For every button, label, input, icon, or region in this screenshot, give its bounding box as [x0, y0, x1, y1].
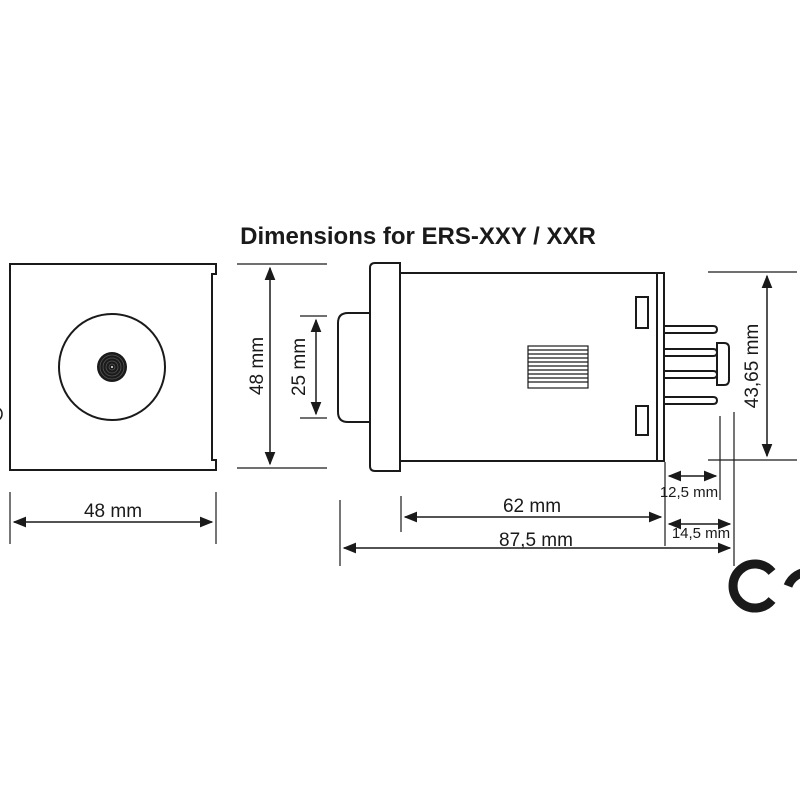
- knob-height-label: 25 mm: [289, 338, 310, 396]
- center-key-pin: [716, 342, 730, 386]
- knob-protrusion: [337, 312, 370, 423]
- partial-edge-mark: [0, 408, 3, 420]
- pin-offset-label: 14,5 mm: [672, 525, 730, 542]
- total-length-label: 87,5 mm: [499, 530, 573, 551]
- front-width-label: 48 mm: [84, 501, 142, 522]
- height-label: 48 mm: [247, 337, 268, 395]
- label-grid-icon: [527, 345, 589, 389]
- rear-plate: [656, 272, 665, 462]
- clip-slot-top: [635, 296, 649, 329]
- adjustment-knob-icon: [97, 352, 127, 382]
- side-view: 48 mm 25 mm: [237, 262, 797, 566]
- pin-length-label: 12,5 mm: [660, 484, 718, 501]
- front-view: 48 mm: [9, 263, 217, 544]
- body-length-label: 62 mm: [503, 496, 561, 517]
- drawing-title: Dimensions for ERS-XXY / XXR: [240, 223, 596, 250]
- front-flange: [369, 262, 401, 472]
- ce-mark-logo: [728, 559, 800, 613]
- pin-span-label: 43,65 mm: [742, 324, 763, 408]
- clip-slot-bottom: [635, 405, 649, 436]
- socket-pins: [663, 325, 730, 405]
